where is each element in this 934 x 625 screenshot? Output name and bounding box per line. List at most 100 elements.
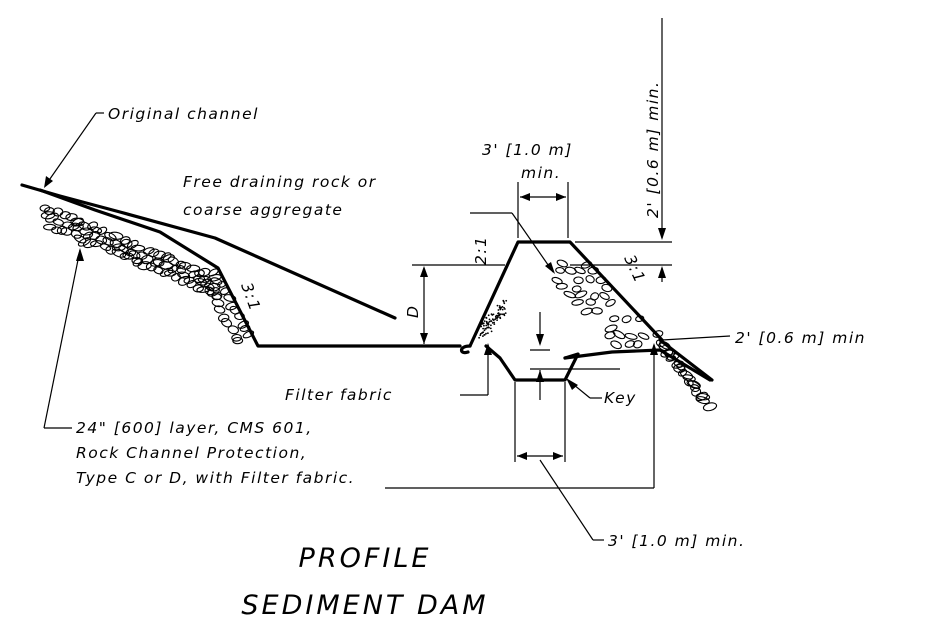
key-width-dimension (514, 382, 566, 462)
rock-stone (152, 257, 165, 267)
rock-stone (580, 261, 592, 269)
rock-stone (571, 285, 582, 293)
slope-right-label: 3:1 (620, 252, 649, 286)
stipple-dot (479, 334, 482, 337)
rock-stone (177, 271, 191, 279)
stipple-dot (499, 306, 502, 309)
key-leader (566, 378, 602, 399)
stipple-dot (501, 305, 504, 308)
rock-stone (632, 340, 643, 349)
stipple-dot (496, 304, 499, 307)
stipple-dot (493, 323, 496, 325)
rock-stone (217, 281, 227, 288)
rock-stone (635, 315, 645, 323)
rock-stone (211, 298, 225, 308)
original-channel-label: Original channel (108, 105, 259, 123)
rock-stone (120, 238, 133, 248)
rock-stone (213, 305, 226, 314)
rock-stone (682, 374, 696, 382)
rock-stone (153, 266, 164, 275)
rock-stone (655, 339, 666, 348)
rock-stone (220, 317, 233, 328)
rock-stone (637, 332, 650, 340)
key-width-label: 3' [1.0 m] min. (608, 532, 745, 550)
stipple-dot (494, 315, 497, 318)
rock-stone (119, 236, 131, 245)
free-draining-label-line1: Free draining rock or (183, 173, 377, 191)
rock-stone (78, 221, 92, 231)
rock-stone (585, 275, 595, 284)
rock-stone (585, 298, 596, 306)
stipple-dot (483, 324, 485, 327)
rock-stone (219, 287, 230, 295)
stipple-dot (491, 318, 494, 321)
rock-stone (574, 266, 586, 275)
stipple-dot (487, 326, 490, 329)
stipple-dot (501, 313, 504, 316)
rock-stone (223, 294, 237, 302)
rock-stone (574, 290, 588, 299)
downstream-slope (563, 338, 714, 382)
rock-stone (659, 341, 671, 350)
stipple-dot (488, 320, 491, 323)
rock-stone (227, 325, 239, 335)
stipple-dot (489, 327, 492, 330)
stipple-dot (494, 318, 496, 321)
rock-stone (204, 282, 215, 291)
rock-stone (208, 268, 219, 277)
filter-fabric-leader (460, 343, 492, 396)
layer-leader (43, 248, 658, 489)
rock-stone (126, 239, 139, 249)
stipple-dot (499, 316, 501, 319)
height-dimension (570, 18, 672, 282)
rock-stone (680, 370, 694, 380)
stipple-dot (485, 322, 488, 324)
rock-stone (591, 307, 603, 315)
stipple-dot (478, 336, 480, 339)
top-width-label-line1: 3' [1.0 m] (482, 141, 573, 159)
rock-stone (621, 315, 632, 324)
rock-stone (217, 313, 230, 323)
top-width-label-line2: min. (521, 164, 561, 182)
rock-stone (556, 259, 568, 268)
rock-stone (82, 231, 94, 240)
stipple-dot (487, 332, 489, 335)
stipple-dot (490, 320, 493, 322)
stipple-dot (483, 334, 486, 336)
stipple-dot (490, 330, 493, 333)
rock-stone (186, 264, 201, 273)
layer-label-line2: Rock Channel Protection, (76, 444, 307, 462)
rock-stone (108, 231, 124, 240)
rock-stone (59, 211, 71, 220)
stipple-dot (482, 335, 484, 337)
stipple-dot (492, 313, 495, 316)
rock-stone (130, 244, 146, 252)
rock-stone (555, 282, 568, 290)
rock-stone (555, 267, 566, 274)
layer-label-line1: 24" [600] layer, CMS 601, (76, 419, 313, 437)
slope-left-label: 3:1 (237, 280, 264, 314)
key-width-leader (539, 459, 604, 541)
top-width-dimension (517, 182, 569, 238)
rock-stone (595, 276, 607, 285)
rock-stone (90, 226, 103, 234)
stipple-dot (497, 314, 500, 317)
rock-stone (571, 299, 584, 306)
stipple-dot (485, 332, 487, 335)
rock-stone (609, 315, 620, 323)
rock-stone (695, 391, 709, 402)
rock-stone (234, 312, 245, 321)
stipple-dot (479, 324, 482, 327)
rock-stone (604, 331, 616, 340)
rock-stone (242, 330, 255, 339)
depth-label: D (404, 305, 422, 318)
rock-stone (610, 340, 622, 350)
dam-rock-fill (551, 259, 718, 412)
key-label: Key (604, 389, 637, 407)
rock-stone (239, 324, 251, 332)
rock-stone (599, 292, 610, 300)
stipple-dot (482, 331, 485, 334)
rock-stone (193, 274, 206, 284)
rock-stone (96, 226, 108, 235)
